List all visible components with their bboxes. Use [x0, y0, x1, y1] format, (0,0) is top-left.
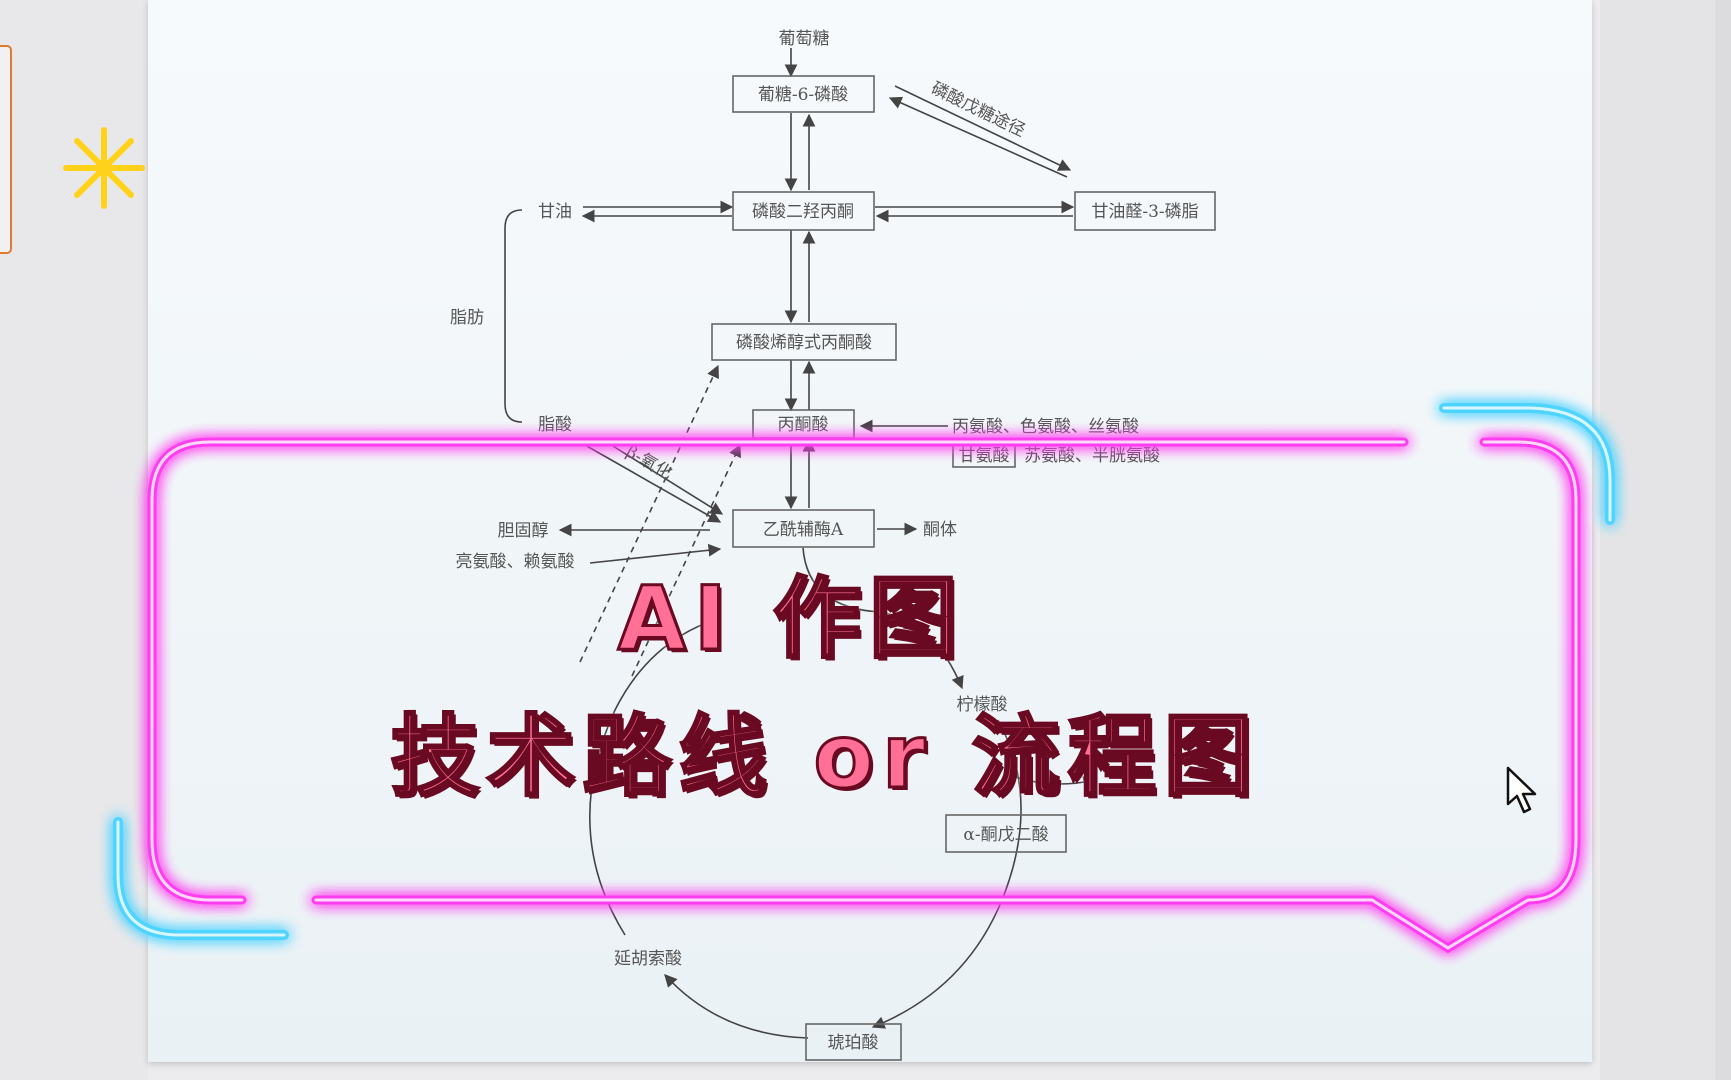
node-acetylcoa: 乙酰辅酶A — [763, 520, 844, 540]
overlay-title-line2: 技术路线 or 流程图 — [389, 704, 1261, 810]
node-g3p: 甘油醛-3-磷脂 — [1091, 202, 1198, 222]
node-cholesterol: 胆固醇 — [498, 521, 549, 541]
node-glycerol: 甘油 — [538, 202, 572, 222]
edge-ppp-g6p — [888, 96, 1068, 178]
edge-fat-bracket — [504, 209, 523, 423]
node-aa-group1: 丙氨酸、色氨酸、丝氨酸 — [952, 417, 1139, 437]
overlay-title-line1: AI 作图 — [616, 566, 966, 672]
slide-thumbnail-panel[interactable] — [0, 0, 148, 1080]
right-side-panel — [1600, 0, 1731, 1080]
node-g6p: 葡糖-6-磷酸 — [758, 85, 848, 105]
edge-tca-succinate-fumarate — [664, 974, 809, 1039]
mouse-cursor-icon — [1506, 766, 1537, 814]
node-g6p-box — [732, 75, 875, 113]
node-fumarate: 延胡索酸 — [614, 949, 682, 969]
vertical-scrollbar[interactable] — [1715, 0, 1731, 1080]
selected-thumbnail-frame[interactable] — [0, 45, 12, 254]
diagram-edges — [504, 48, 1097, 1039]
node-fatty-acid: 脂酸 — [538, 415, 572, 435]
node-glucose: 葡萄糖 — [779, 29, 830, 49]
node-aa-group2: 苏氨酸、半胱氨酸 — [1024, 446, 1160, 466]
node-dhap-box — [732, 191, 875, 231]
node-ketone: 酮体 — [923, 520, 957, 540]
sparkle-icon — [63, 127, 145, 209]
node-fat: 脂肪 — [450, 308, 484, 328]
node-succinate: 琥珀酸 — [828, 1033, 879, 1053]
node-glycine: 甘氨酸 — [959, 446, 1010, 466]
node-dhap: 磷酸二羟丙酮 — [752, 202, 854, 222]
node-pyruvate: 丙酮酸 — [778, 415, 829, 435]
diagram-nodes: 葡萄糖 葡糖-6-磷酸 磷酸戊糖途径 磷酸二羟丙酮 甘油醛-3-磷脂 甘油 脂肪… — [450, 29, 1216, 1061]
edge-g6p-ppp — [894, 85, 1072, 171]
node-pep: 磷酸烯醇式丙酮酸 — [736, 333, 872, 353]
edge-label-beta: β-氧化 — [623, 442, 676, 484]
node-akg: α-酮戊二酸 — [963, 825, 1048, 845]
node-succinate-box — [805, 1023, 902, 1061]
node-pep-box — [711, 323, 897, 361]
node-g3p-box — [1074, 191, 1216, 231]
